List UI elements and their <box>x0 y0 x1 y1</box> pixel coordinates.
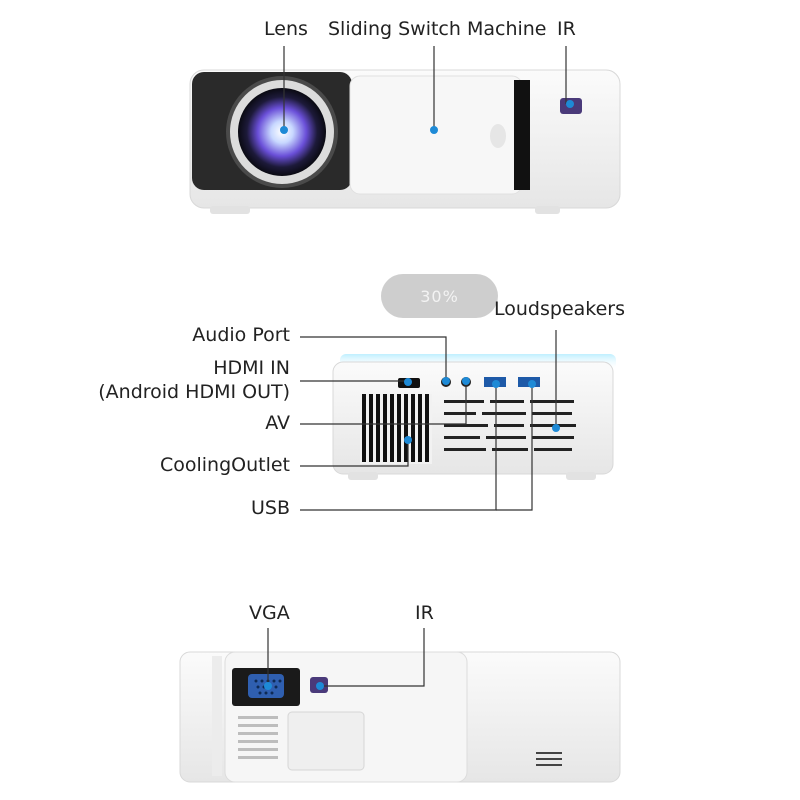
side-view-projector <box>332 354 616 480</box>
lens-label: Lens <box>264 18 308 40</box>
sliding-switch-label: Sliding Switch Machine <box>328 18 547 40</box>
usb-callout-dot-1 <box>492 380 500 388</box>
loudspeakers-label: Loudspeakers <box>494 298 625 320</box>
loudspeakers-callout-dot <box>552 424 560 432</box>
cooling-outlet-callout-dot <box>404 436 412 444</box>
vga-callout-dot <box>264 682 272 690</box>
audio-port-callout-dot <box>442 377 450 385</box>
av-label: AV <box>265 412 290 434</box>
cooling-outlet-label: CoolingOutlet <box>159 454 290 476</box>
zoom-indicator: 30% <box>381 274 498 318</box>
sliding-switch-callout-dot <box>430 126 438 134</box>
hdmi-callout-dot <box>404 378 412 386</box>
rear-view-projector <box>179 651 621 783</box>
ir-rear-callout-dot <box>316 682 324 690</box>
usb-label: USB <box>250 497 290 519</box>
ir-front-label: IR <box>557 18 576 40</box>
lens-callout-dot <box>280 126 288 134</box>
audio-port-label: Audio Port <box>192 324 290 346</box>
ir-rear-label: IR <box>415 602 434 624</box>
usb-callout-dot-2 <box>528 380 536 388</box>
android-hdmi-out-label: (Android HDMI OUT) <box>98 381 290 403</box>
vga-label: VGA <box>249 602 290 624</box>
av-callout-dot <box>462 377 470 385</box>
hdmi-in-label: HDMI IN <box>213 357 290 379</box>
front-view-projector <box>189 69 621 214</box>
callout-lines <box>267 46 567 687</box>
ir-front-callout-dot <box>566 100 574 108</box>
